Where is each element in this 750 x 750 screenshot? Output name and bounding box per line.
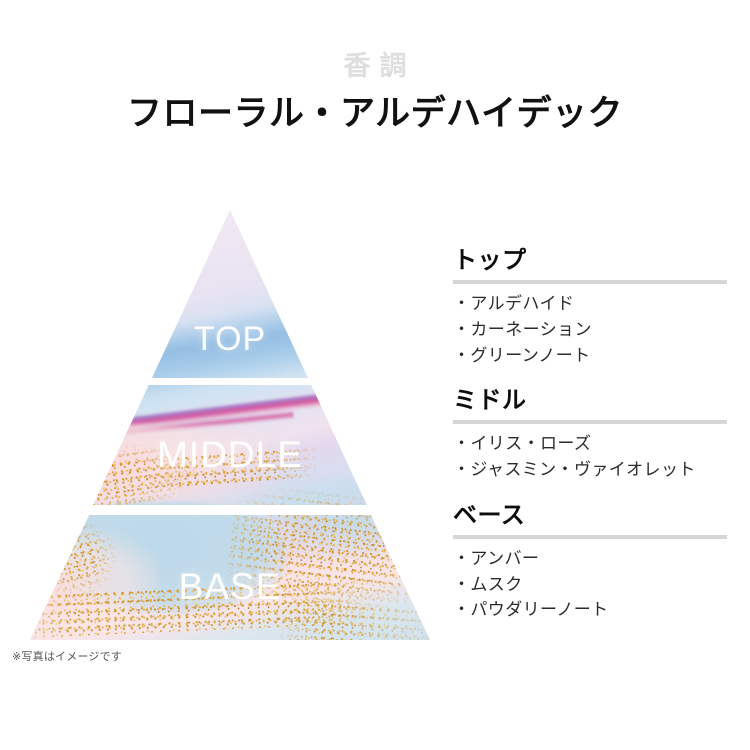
note-divider-middle xyxy=(453,420,727,425)
pyramid-band-base xyxy=(30,515,430,640)
pyramid-band-top xyxy=(152,210,308,378)
note-divider-base xyxy=(453,534,727,539)
list-item: ・ムスク xyxy=(453,574,523,594)
note-list-middle: ・イリス・ローズ ・ジャスミン・ヴァイオレット xyxy=(453,431,729,483)
image-disclaimer-footnote: ※写真はイメージです xyxy=(12,651,122,663)
note-divider-top xyxy=(453,279,727,284)
list-item: ・グリーンノート xyxy=(453,345,591,365)
list-item: ・アルデハイド xyxy=(453,293,575,313)
pyramid-band-middle xyxy=(93,385,367,505)
band-art-middle xyxy=(93,385,367,505)
list-item: ・イリス・ローズ xyxy=(453,434,592,454)
fragrance-pyramid: TOP MIDDLE BASE xyxy=(30,210,430,640)
list-item: ・アンバー xyxy=(453,548,540,568)
note-list-top: ・アルデハイド ・カーネーション ・グリーンノート xyxy=(453,291,729,368)
page-header: 香調 フローラル・アルデハイデック xyxy=(0,0,750,134)
list-item: ・ジャスミン・ヴァイオレット xyxy=(453,460,696,480)
list-item: ・パウダリーノート xyxy=(453,600,609,620)
note-heading-middle: ミドル xyxy=(453,387,527,415)
eyebrow-label: 香調 xyxy=(343,51,416,81)
list-item: ・カーネーション xyxy=(453,319,592,339)
band-art-top xyxy=(152,210,308,378)
band-art-base xyxy=(30,515,430,640)
fragrance-notes-column: トップ ・アルデハイド ・カーネーション ・グリーンノート ミドル ・イリス・ロ… xyxy=(453,247,729,623)
note-list-base: ・アンバー ・ムスク ・パウダリーノート xyxy=(453,546,729,623)
note-group-top: トップ ・アルデハイド ・カーネーション ・グリーンノート xyxy=(453,247,729,368)
note-heading-top: トップ xyxy=(453,247,527,274)
note-group-base: ベース ・アンバー ・ムスク ・パウダリーノート xyxy=(453,501,729,623)
page-title: フローラル・アルデハイデック xyxy=(127,93,623,133)
note-heading-base: ベース xyxy=(453,501,526,529)
note-group-middle: ミドル ・イリス・ローズ ・ジャスミン・ヴァイオレット xyxy=(453,387,729,483)
